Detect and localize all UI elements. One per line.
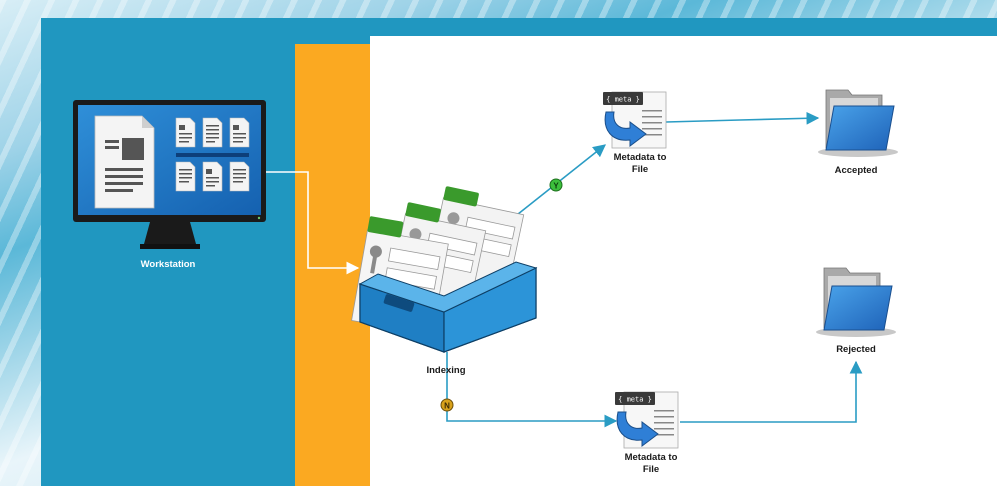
rejected-label: Rejected [836,344,876,355]
branch-yes-label: Y [553,182,559,191]
indexing-label: Indexing [426,365,466,376]
meta-badge-top: { meta } [606,96,640,104]
accepted-folder-icon [818,89,898,157]
monitor-icon [73,100,266,249]
connector-workstation-indexing [266,171,360,275]
metadata-bottom-label: Metadata to File [624,452,678,475]
meta-badge-bottom: { meta } [618,396,652,404]
connector-metadata-top-accepted [665,111,820,125]
card-index-icon [351,186,538,353]
branch-yes-badge: Y [549,178,563,192]
metadata-to-file-bottom-icon: { meta } [615,391,679,449]
branch-no-badge: N [440,398,454,412]
accepted-label: Accepted [834,165,878,176]
metadata-to-file-top-icon: { meta } [603,91,667,149]
branch-no-label: N [444,402,450,411]
metadata-top-label: Metadata to File [613,152,667,175]
connector-metadata-bottom-rejected [680,360,863,423]
rejected-folder-icon [816,267,896,337]
workstation-label: Workstation [140,259,196,270]
connector-indexing-metadata-bottom [446,352,618,428]
